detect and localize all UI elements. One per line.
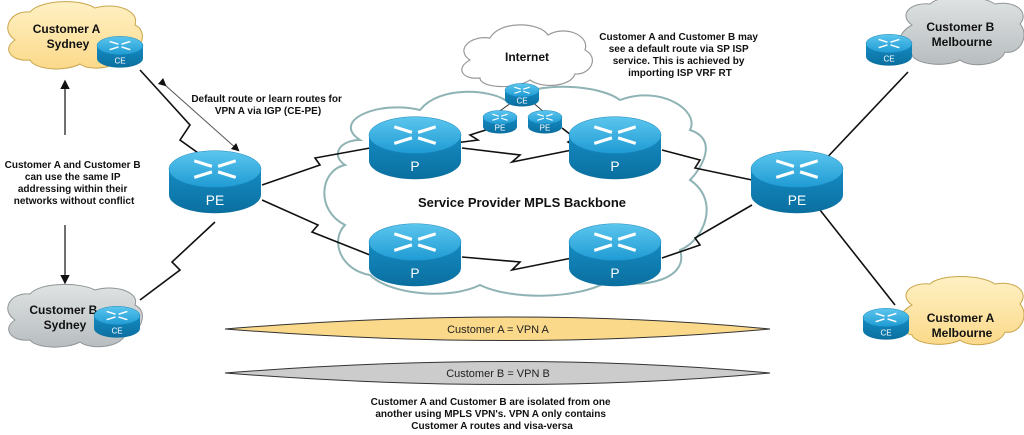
router-top [750, 150, 844, 188]
router-top [527, 110, 563, 125]
router-label: PE [788, 193, 806, 208]
router-top [93, 306, 141, 326]
router-top [568, 116, 662, 154]
internet-cloud [461, 24, 593, 88]
vpn-a-label: Customer A = VPN A [447, 324, 549, 336]
link-pe-ce-b-mel [819, 71, 909, 166]
router-pe-left: PE [168, 150, 262, 214]
arrow-note-ce-pe [157, 78, 240, 152]
router-label: CE [880, 329, 891, 338]
router-label: PE [495, 124, 506, 133]
router-arrows-icon [875, 312, 897, 323]
router-top [862, 308, 910, 328]
router-label: PE [206, 193, 224, 208]
router-label: P [410, 159, 419, 174]
router-top [96, 36, 144, 56]
link-p3-p4 [461, 256, 573, 272]
router-label: PE [540, 124, 551, 133]
link-pe-p3 [261, 199, 371, 256]
router-label: P [610, 159, 619, 174]
router-internet-pe-1: PE [482, 110, 518, 134]
router-top [568, 223, 662, 261]
link-pe-ce-a-mel [819, 209, 896, 306]
vpn-a-band [224, 316, 771, 341]
link-p4-pe-right [661, 204, 753, 259]
router-top [504, 83, 540, 98]
router-pe-right: PE [750, 150, 844, 214]
router-top [168, 150, 262, 188]
note-isp: Customer A and Customer B may see a defa… [599, 32, 761, 79]
internet-label: Internet [505, 50, 549, 64]
cloud-customer-a-melbourne [898, 276, 1024, 346]
router-ce-b-sydney: CE [93, 306, 141, 338]
router-internet-pe-2: PE [527, 110, 563, 134]
vpn-b-band [224, 361, 771, 385]
site-label-customer-b-sydney: Customer B Sydney [29, 303, 100, 332]
link-ipe1-p1 [454, 127, 493, 144]
router-p-top-right: P [568, 116, 662, 180]
router-top [482, 110, 518, 125]
router-arrows-icon [393, 125, 437, 145]
router-arrows-icon [492, 113, 508, 121]
vpn-b-label: Customer B = VPN B [446, 368, 550, 380]
router-arrows-icon [537, 113, 553, 121]
router-label: CE [883, 55, 894, 64]
site-label-customer-a-sydney: Customer A Sydney [33, 22, 103, 51]
router-label: P [410, 266, 419, 281]
backbone-label: Service Provider MPLS Backbone [418, 195, 626, 210]
router-label: CE [114, 57, 125, 66]
router-arrows-icon [878, 38, 900, 49]
router-arrows-icon [106, 310, 128, 321]
router-arrows-icon [393, 232, 437, 252]
note-isolation: Customer A and Customer B are isolated f… [371, 397, 614, 432]
router-top [368, 116, 462, 154]
link-pe-p1 [261, 147, 371, 186]
link-p2-pe-right [661, 149, 753, 181]
router-label: CE [516, 97, 527, 106]
router-arrows-icon [593, 232, 637, 252]
router-ce-b-melbourne: CE [865, 34, 913, 66]
router-arrows-icon [775, 159, 819, 179]
router-arrows-icon [109, 40, 131, 51]
router-label: P [610, 266, 619, 281]
router-ce-a-sydney: CE [96, 36, 144, 68]
router-p-top-left: P [368, 116, 462, 180]
router-p-bottom-left: P [368, 223, 462, 287]
site-label-customer-b-melbourne: Customer B Melbourne [926, 20, 997, 49]
router-top [368, 223, 462, 261]
router-ce-a-melbourne: CE [862, 308, 910, 340]
note-ce-pe: Default route or learn routes for VPN A … [191, 94, 344, 117]
router-arrows-icon [593, 125, 637, 145]
router-top [865, 34, 913, 54]
link-p1-p2 [461, 147, 573, 164]
router-internet-ce: CE [504, 83, 540, 107]
router-arrows-icon [514, 86, 530, 94]
router-p-bottom-right: P [568, 223, 662, 287]
router-arrows-icon [193, 159, 237, 179]
link-ce-b-syd-pe [139, 221, 216, 301]
note-same-ip: Customer A and Customer B can use the sa… [5, 160, 144, 207]
cloud-customer-b-melbourne [898, 0, 1024, 66]
router-label: CE [111, 327, 122, 336]
site-label-customer-a-melbourne: Customer A Melbourne [927, 311, 997, 340]
